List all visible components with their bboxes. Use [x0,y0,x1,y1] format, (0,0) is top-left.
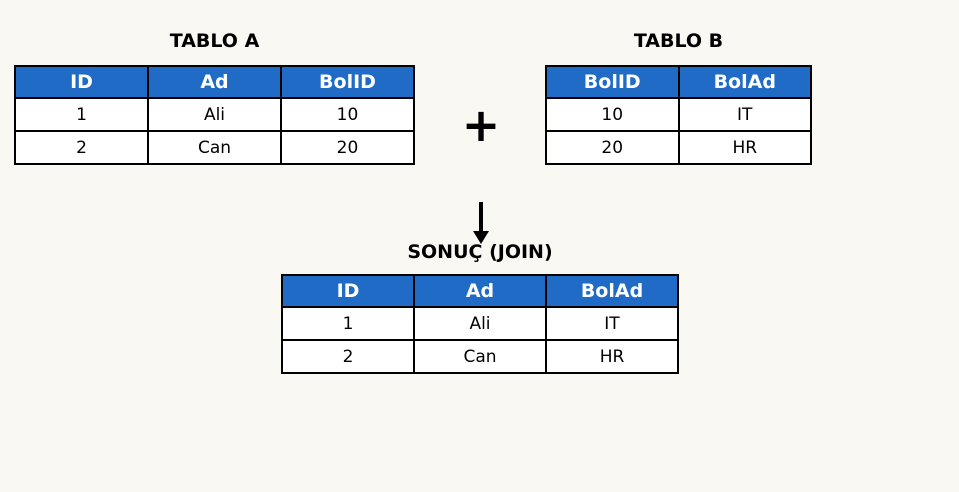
table-row: 1 Ali 10 [14,97,415,132]
table-a-title: TABLO A [169,30,260,52]
table-cell: 10 [280,97,415,132]
table-cell: 10 [545,97,680,132]
table-cell: 1 [281,306,415,341]
table-b-header-row: BolID BolAd [545,65,812,99]
table-cell: HR [545,339,679,374]
table-cell: 20 [545,130,680,165]
table-b-header-bolad: BolAd [677,65,812,99]
table-a: ID Ad BolID 1 Ali 10 2 Can 20 [14,65,415,165]
table-b-title: TABLO B [633,30,724,52]
result-table-header-row: ID Ad BolAd [281,274,679,308]
table-cell: 20 [280,130,415,165]
plus-operator: + [461,98,501,153]
down-arrow-shaft [479,202,483,233]
result-header-id: ID [281,274,415,308]
table-row: 2 Can 20 [14,130,415,165]
table-cell: 1 [14,97,149,132]
result-table: ID Ad BolAd 1 Ali IT 2 Can HR [281,274,679,374]
result-header-ad: Ad [413,274,547,308]
table-b: BolID BolAd 10 IT 20 HR [545,65,812,165]
table-row: 1 Ali IT [281,306,679,341]
table-a-header-ad: Ad [147,65,282,99]
table-row: 2 Can HR [281,339,679,374]
result-header-bolad: BolAd [545,274,679,308]
table-row: 10 IT [545,97,812,132]
table-cell: IT [545,306,679,341]
table-a-header-row: ID Ad BolID [14,65,415,99]
table-cell: IT [677,97,812,132]
table-row: 20 HR [545,130,812,165]
table-cell: 2 [281,339,415,374]
table-a-header-bolid: BolID [280,65,415,99]
table-cell: 2 [14,130,149,165]
table-cell: HR [677,130,812,165]
table-cell: Can [413,339,547,374]
table-cell: Can [147,130,282,165]
table-a-header-id: ID [14,65,149,99]
table-b-header-bolid: BolID [545,65,680,99]
result-table-title: SONUÇ (JOIN) [407,241,553,263]
down-arrow-head [473,231,489,244]
table-cell: Ali [147,97,282,132]
table-cell: Ali [413,306,547,341]
